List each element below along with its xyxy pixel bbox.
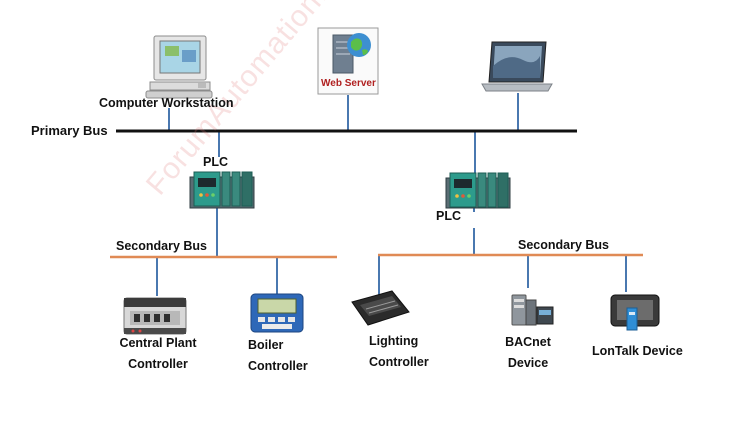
central-plant-controller-label-line-1: Central Plant [108,334,208,353]
plc-left-icon [190,172,254,208]
bacnet-device-label-line-1: BACnet [498,333,558,352]
computer-workstation-label: Computer Workstation [99,94,234,113]
lontalk-device-label: LonTalk Device [592,342,683,361]
lighting-controller-label: Lighting Controller [369,332,429,372]
plc-right-icon [446,173,510,208]
primary-bus-label: Primary Bus [31,121,108,140]
lighting-controller-label-line-2: Controller [369,353,429,372]
lighting-controller-icon [352,291,409,325]
plc-left-label: PLC [203,153,228,172]
boiler-controller-label: Boiler Controller [248,336,308,376]
secondary-bus-right-label: Secondary Bus [518,236,609,255]
bacnet-device-label: BACnet Device [498,333,558,373]
central-plant-controller-label-line-2: Controller [108,355,208,374]
secondary-bus-left-label: Secondary Bus [116,237,207,256]
boiler-controller-icon [251,294,303,332]
central-plant-controller-icon [124,298,186,334]
boiler-controller-label-line-1: Boiler [248,336,308,355]
lighting-controller-label-line-1: Lighting [369,332,429,351]
bacnet-device-label-line-2: Device [498,354,558,373]
plc-right-label: PLC [436,207,461,226]
bacnet-device-icon [512,295,553,325]
central-plant-controller-label: Central Plant Controller [108,334,208,374]
computer-workstation-icon [146,36,212,98]
boiler-controller-label-line-2: Controller [248,357,308,376]
web-server-label: Web Server [321,77,376,91]
lontalk-device-icon [611,295,659,330]
laptop-icon [482,42,552,91]
